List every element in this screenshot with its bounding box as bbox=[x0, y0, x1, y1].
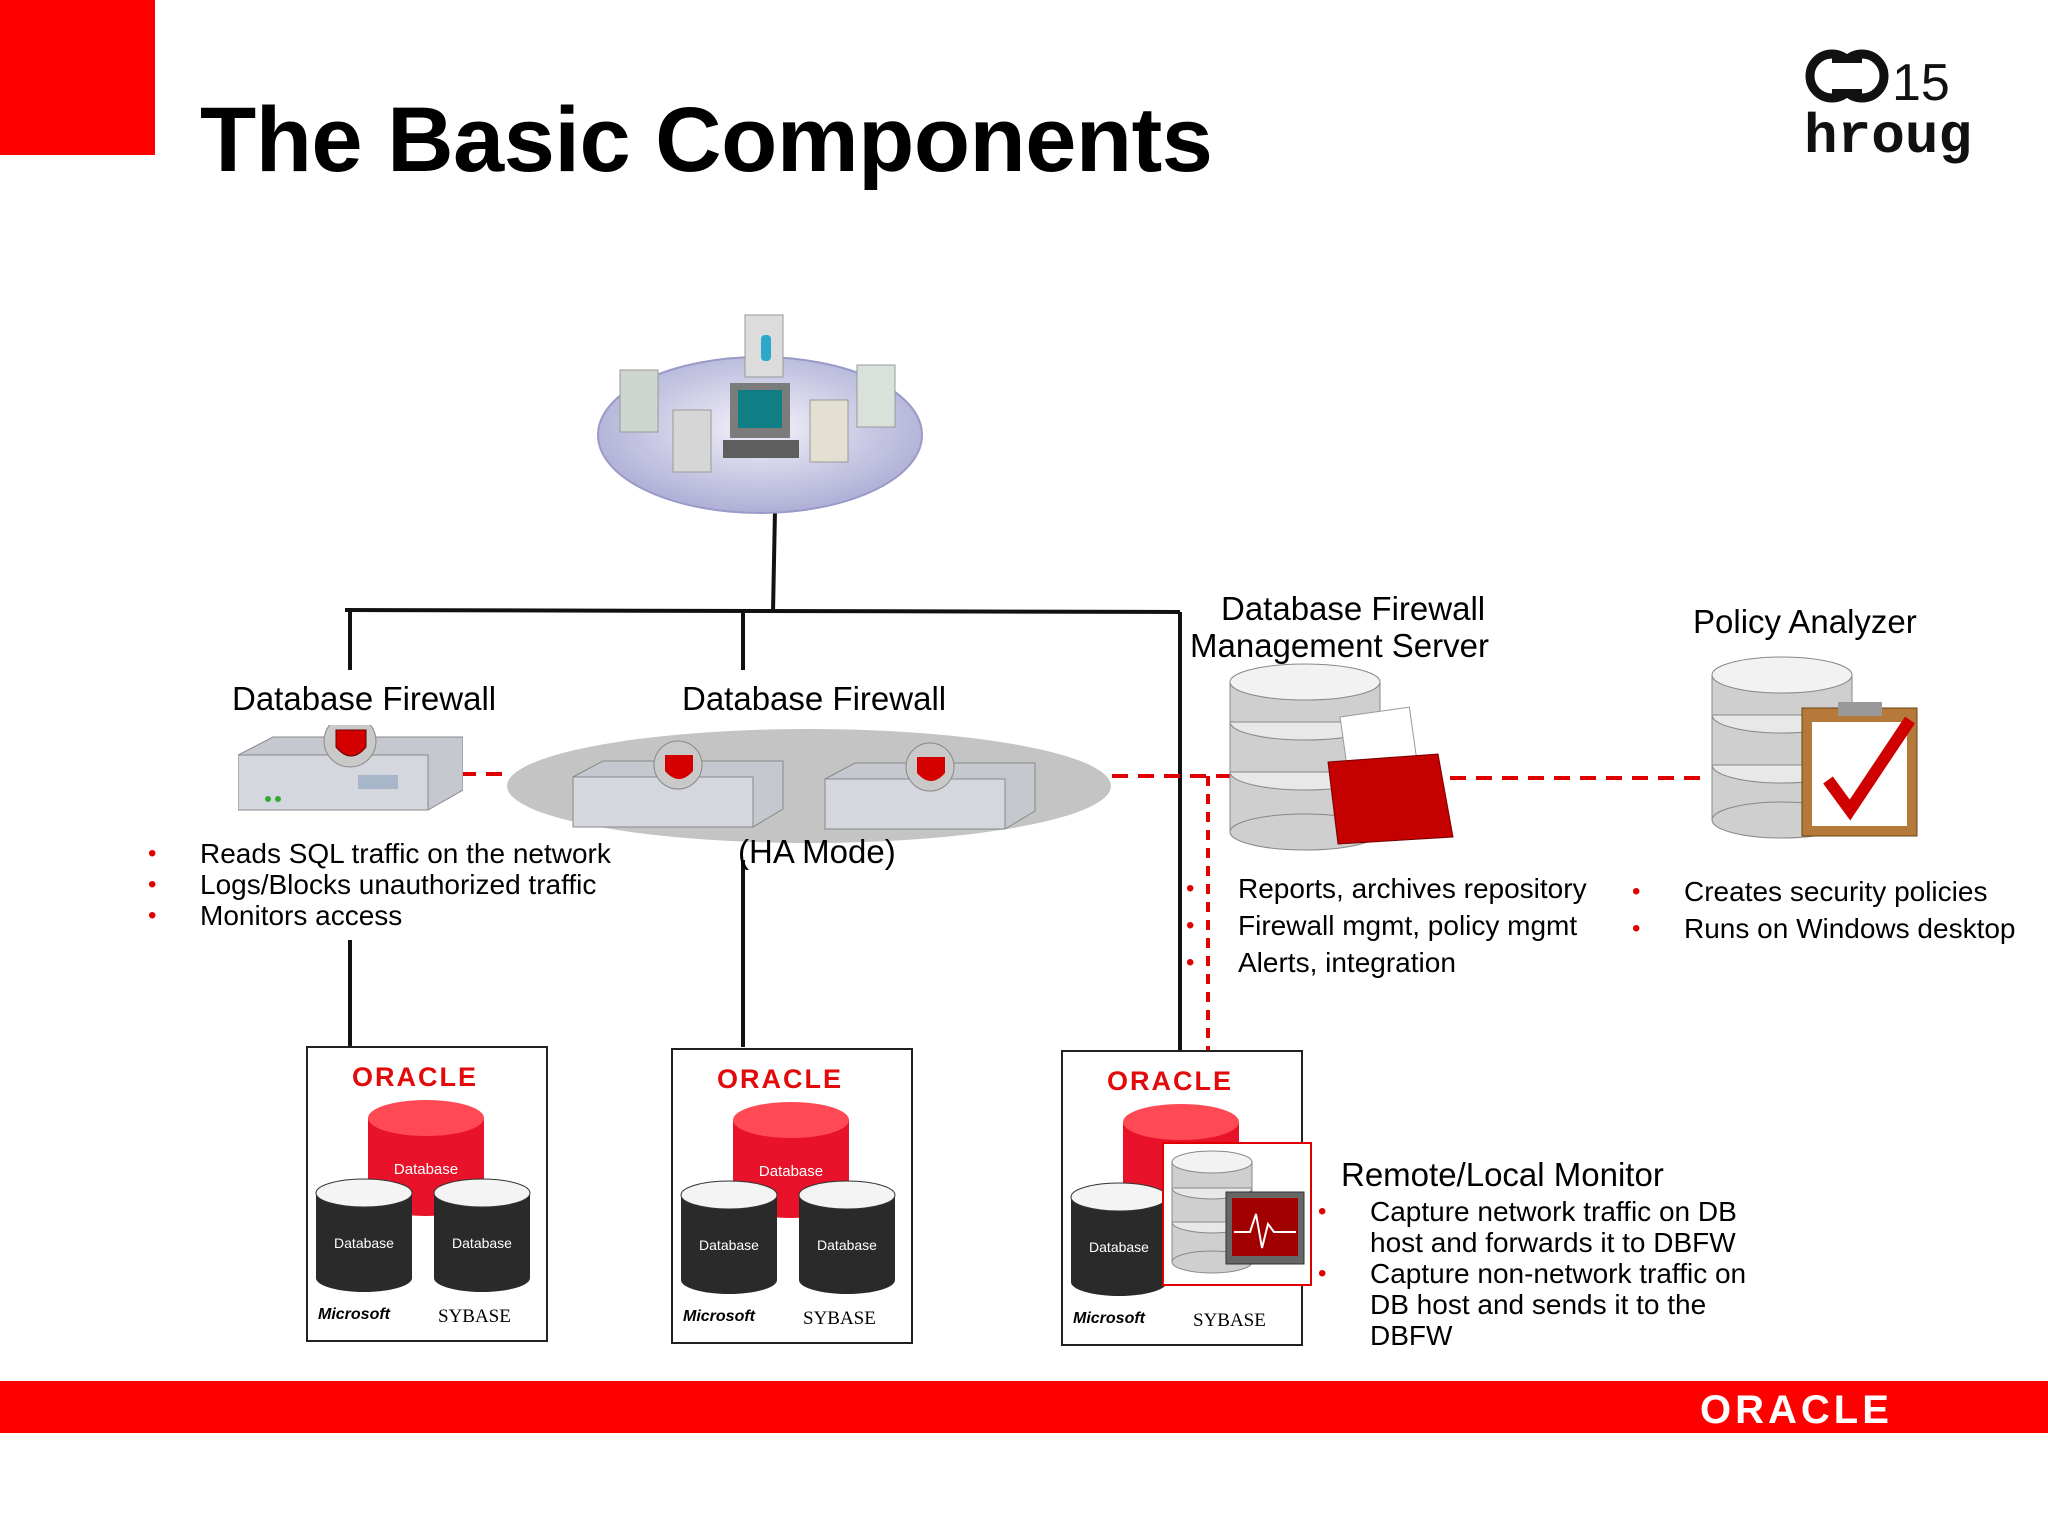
list-item: •Logs/Blocks unauthorized traffic bbox=[148, 869, 597, 900]
vendor-microsoft: Microsoft bbox=[1073, 1310, 1145, 1327]
vendor-sybase: SYBASE bbox=[1193, 1310, 1266, 1331]
logo-number: 15 bbox=[1892, 54, 1950, 112]
list-item: • Capture non-network traffic on DB host… bbox=[1318, 1258, 1747, 1351]
firewall-left-bullets: •Reads SQL traffic on the network •Logs/… bbox=[148, 838, 611, 931]
db-label: Database bbox=[817, 1237, 877, 1253]
db-label: Database bbox=[759, 1163, 823, 1180]
db-stack-1: ORACLE Database Database Database Micros… bbox=[306, 1046, 548, 1342]
policy-analyzer-label: Policy Analyzer bbox=[1693, 603, 1917, 640]
ha-cluster-ellipse bbox=[505, 727, 1113, 845]
mgmt-server-bullets: •Reports, archives repository •Firewall … bbox=[1186, 870, 1587, 981]
firewall-left-label: Database Firewall bbox=[232, 680, 497, 717]
mgmt-server-icon bbox=[1228, 662, 1458, 852]
mgmt-server-label-1: Database Firewall bbox=[1221, 590, 1486, 627]
list-item: •Monitors access bbox=[148, 900, 403, 931]
db-label: Database bbox=[452, 1235, 512, 1251]
monitor-icon bbox=[1162, 1142, 1312, 1286]
firewall-ha-label: Database Firewall bbox=[682, 680, 947, 717]
list-item: •Alerts, integration bbox=[1186, 947, 1456, 978]
vendor-sybase: SYBASE bbox=[803, 1308, 876, 1329]
page-title: The Basic Components bbox=[200, 89, 1213, 191]
oracle-brand: ORACLE bbox=[717, 1064, 843, 1094]
mgmt-server-label-2: Management Server bbox=[1190, 627, 1489, 664]
db-label: Database bbox=[394, 1161, 458, 1178]
vendor-sybase: SYBASE bbox=[438, 1306, 511, 1327]
policy-analyzer-bullets: •Creates security policies •Runs on Wind… bbox=[1632, 873, 2016, 947]
db-label: Database bbox=[1089, 1239, 1149, 1255]
db-label: Database bbox=[699, 1237, 759, 1253]
list-item: •Firewall mgmt, policy mgmt bbox=[1186, 910, 1578, 941]
firewall-appliance-icon bbox=[237, 714, 464, 825]
logo-text: hroug bbox=[1804, 105, 1972, 168]
oracle-brand: ORACLE bbox=[1107, 1066, 1233, 1096]
central-console-icon bbox=[595, 305, 925, 520]
db-stack-2: ORACLE Database Database Database Micros… bbox=[671, 1048, 913, 1344]
oracle-brand: ORACLE bbox=[352, 1062, 478, 1092]
footer-bar bbox=[0, 1381, 2048, 1433]
list-item: • Capture network traffic on DB host and… bbox=[1318, 1196, 1737, 1258]
db-label: Database bbox=[334, 1235, 394, 1251]
monitor-label: Remote/Local Monitor bbox=[1341, 1156, 1664, 1193]
vendor-microsoft: Microsoft bbox=[318, 1306, 390, 1323]
list-item: •Creates security policies bbox=[1632, 876, 1988, 907]
policy-analyzer-icon bbox=[1710, 650, 1930, 845]
list-item: •Runs on Windows desktop bbox=[1632, 913, 2016, 944]
vendor-microsoft: Microsoft bbox=[683, 1308, 755, 1325]
list-item: •Reads SQL traffic on the network bbox=[148, 838, 611, 869]
corner-accent bbox=[0, 0, 155, 155]
list-item: •Reports, archives repository bbox=[1186, 873, 1587, 904]
monitor-bullets: • Capture network traffic on DB host and… bbox=[1318, 1196, 1746, 1351]
hroug-logo: 15 hroug bbox=[1800, 48, 2010, 169]
footer-oracle-logo: ORACLE bbox=[1700, 1388, 1893, 1432]
ha-mode-label: (HA Mode) bbox=[738, 833, 896, 870]
